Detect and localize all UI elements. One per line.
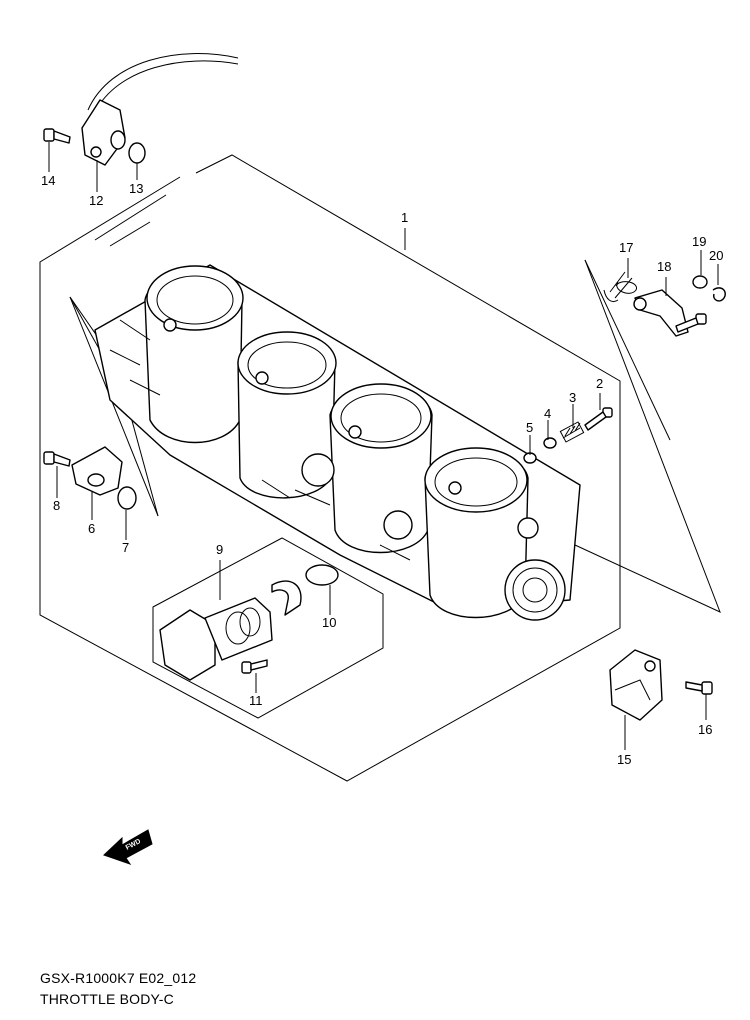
washer-19 [692,275,708,289]
screw-16 [685,681,713,695]
sensor-12 [81,53,239,166]
clip-bracket [271,580,302,616]
o-ring-10 [305,564,339,586]
callout-7: 7 [122,540,129,555]
spring-3 [559,421,585,443]
diagram-title-caption: THROTTLE BODY-C [40,991,174,1007]
o-ring-7 [117,486,137,510]
callout-10: 10 [322,615,336,630]
assembly-boundary [39,154,621,782]
screw-8 [43,451,71,467]
callout-4: 4 [544,406,551,421]
callout-3: 3 [569,390,576,405]
lever-18 [633,289,689,337]
clip-20 [712,287,726,302]
screw-11 [241,659,268,674]
callout-13: 13 [129,181,143,196]
model-code-caption: GSX-R1000K7 E02_012 [40,970,197,986]
screw-14 [43,128,71,144]
callout-5: 5 [526,420,533,435]
iac-valve-9 [159,597,273,681]
callout-1: 1 [401,210,408,225]
fwd-arrow-icon: FWD [103,829,153,865]
iac-valve-box [152,537,384,719]
o-ring-13 [128,142,146,164]
spring-17 [603,271,637,303]
callout-9: 9 [216,542,223,557]
callout-2: 2 [596,376,603,391]
throttle-body-assembly [94,264,581,621]
washer-4 [543,437,557,449]
sensor-6 [71,446,123,496]
leader-lines [48,142,719,750]
callout-8: 8 [53,498,60,513]
screw-2 [584,407,613,431]
callout-6: 6 [88,521,95,536]
callout-14: 14 [41,173,55,188]
callout-15: 15 [617,752,631,767]
callout-17: 17 [619,240,633,255]
callout-16: 16 [698,722,712,737]
callout-20: 20 [709,248,723,263]
callout-11: 11 [249,693,263,708]
bolt-linkage [675,313,707,333]
linkage-group-boundary [574,259,721,613]
callout-12: 12 [89,193,103,208]
callout-18: 18 [657,259,671,274]
callout-19: 19 [692,234,706,249]
bracket-15 [609,649,663,721]
callouts: 1 2 3 4 5 6 7 8 9 10 11 12 13 14 15 16 1… [41,173,723,767]
